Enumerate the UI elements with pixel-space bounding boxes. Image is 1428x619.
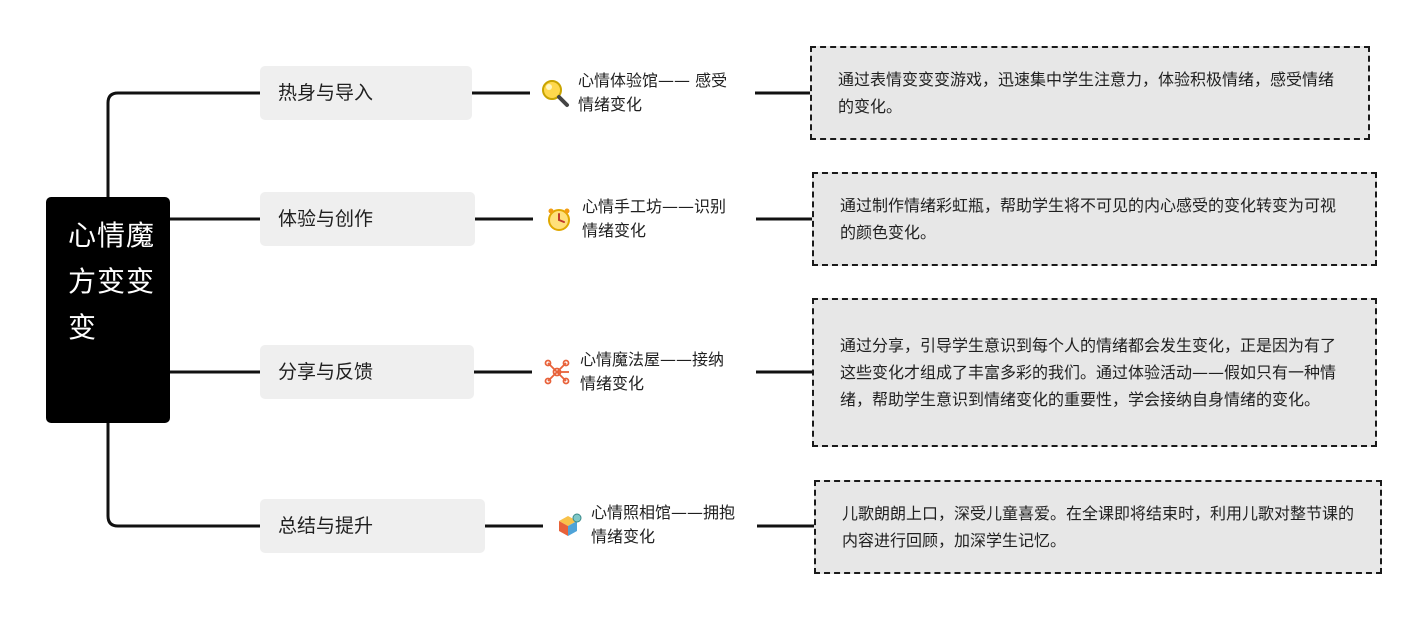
description-box-experience: 通过制作情绪彩虹瓶，帮助学生将不可见的内心感受的变化转变为可视的颜色变化。: [812, 172, 1377, 266]
activity-label: 心情魔法屋——接纳情绪变化: [580, 350, 725, 393]
activity-node-experience[interactable]: 心情手工坊——识别情绪变化: [544, 195, 734, 243]
connector-root-branch-1: [106, 91, 260, 197]
description-text: 通过分享，引导学生意识到每个人的情绪都会发生变化，正是因为有了这些变化才组成了丰…: [840, 336, 1337, 409]
description-box-sharing: 通过分享，引导学生意识到每个人的情绪都会发生变化，正是因为有了这些变化才组成了丰…: [812, 298, 1377, 447]
description-text: 儿歌朗朗上口，深受儿童喜爱。在全课即将结束时，利用儿歌对整节课的内容进行回顾，加…: [842, 504, 1355, 550]
branch-node-sharing[interactable]: 分享与反馈: [260, 345, 474, 399]
branch-label: 体验与创作: [278, 208, 374, 230]
description-text: 通过表情变变变游戏，迅速集中学生注意力，体验积极情绪，感受情绪的变化。: [838, 70, 1335, 116]
activity-node-summary[interactable]: 心情照相馆——拥抱情绪变化: [553, 501, 743, 549]
branch-label: 分享与反馈: [278, 361, 374, 383]
activity-node-warmup[interactable]: 心情体验馆—— 感受情绪变化: [540, 69, 730, 117]
branch-node-warmup[interactable]: 热身与导入: [260, 66, 472, 120]
branch-node-experience[interactable]: 体验与创作: [260, 192, 475, 246]
activity-label: 心情照相馆——拥抱情绪变化: [591, 503, 736, 546]
activity-label: 心情体验馆—— 感受情绪变化: [578, 71, 728, 114]
description-box-warmup: 通过表情变变变游戏，迅速集中学生注意力，体验积极情绪，感受情绪的变化。: [810, 46, 1370, 140]
magnifier-icon: [542, 80, 569, 107]
network-icon: [544, 359, 570, 385]
branch-label: 总结与提升: [278, 515, 374, 537]
description-box-summary: 儿歌朗朗上口，深受儿童喜爱。在全课即将结束时，利用儿歌对整节课的内容进行回顾，加…: [814, 480, 1382, 574]
activity-node-sharing[interactable]: 心情魔法屋——接纳情绪变化: [542, 348, 732, 396]
clock-icon: [548, 208, 570, 231]
description-text: 通过制作情绪彩虹瓶，帮助学生将不可见的内心感受的变化转变为可视的颜色变化。: [840, 196, 1337, 242]
root-title: 心情魔方变变变: [68, 219, 156, 344]
cube-icon: [559, 513, 582, 536]
connector-root-branch-4: [106, 423, 260, 528]
root-node[interactable]: 心情魔方变变变: [46, 197, 170, 423]
branch-label: 热身与导入: [278, 82, 374, 104]
branch-node-summary[interactable]: 总结与提升: [260, 499, 485, 553]
activity-label: 心情手工坊——识别情绪变化: [582, 197, 727, 240]
